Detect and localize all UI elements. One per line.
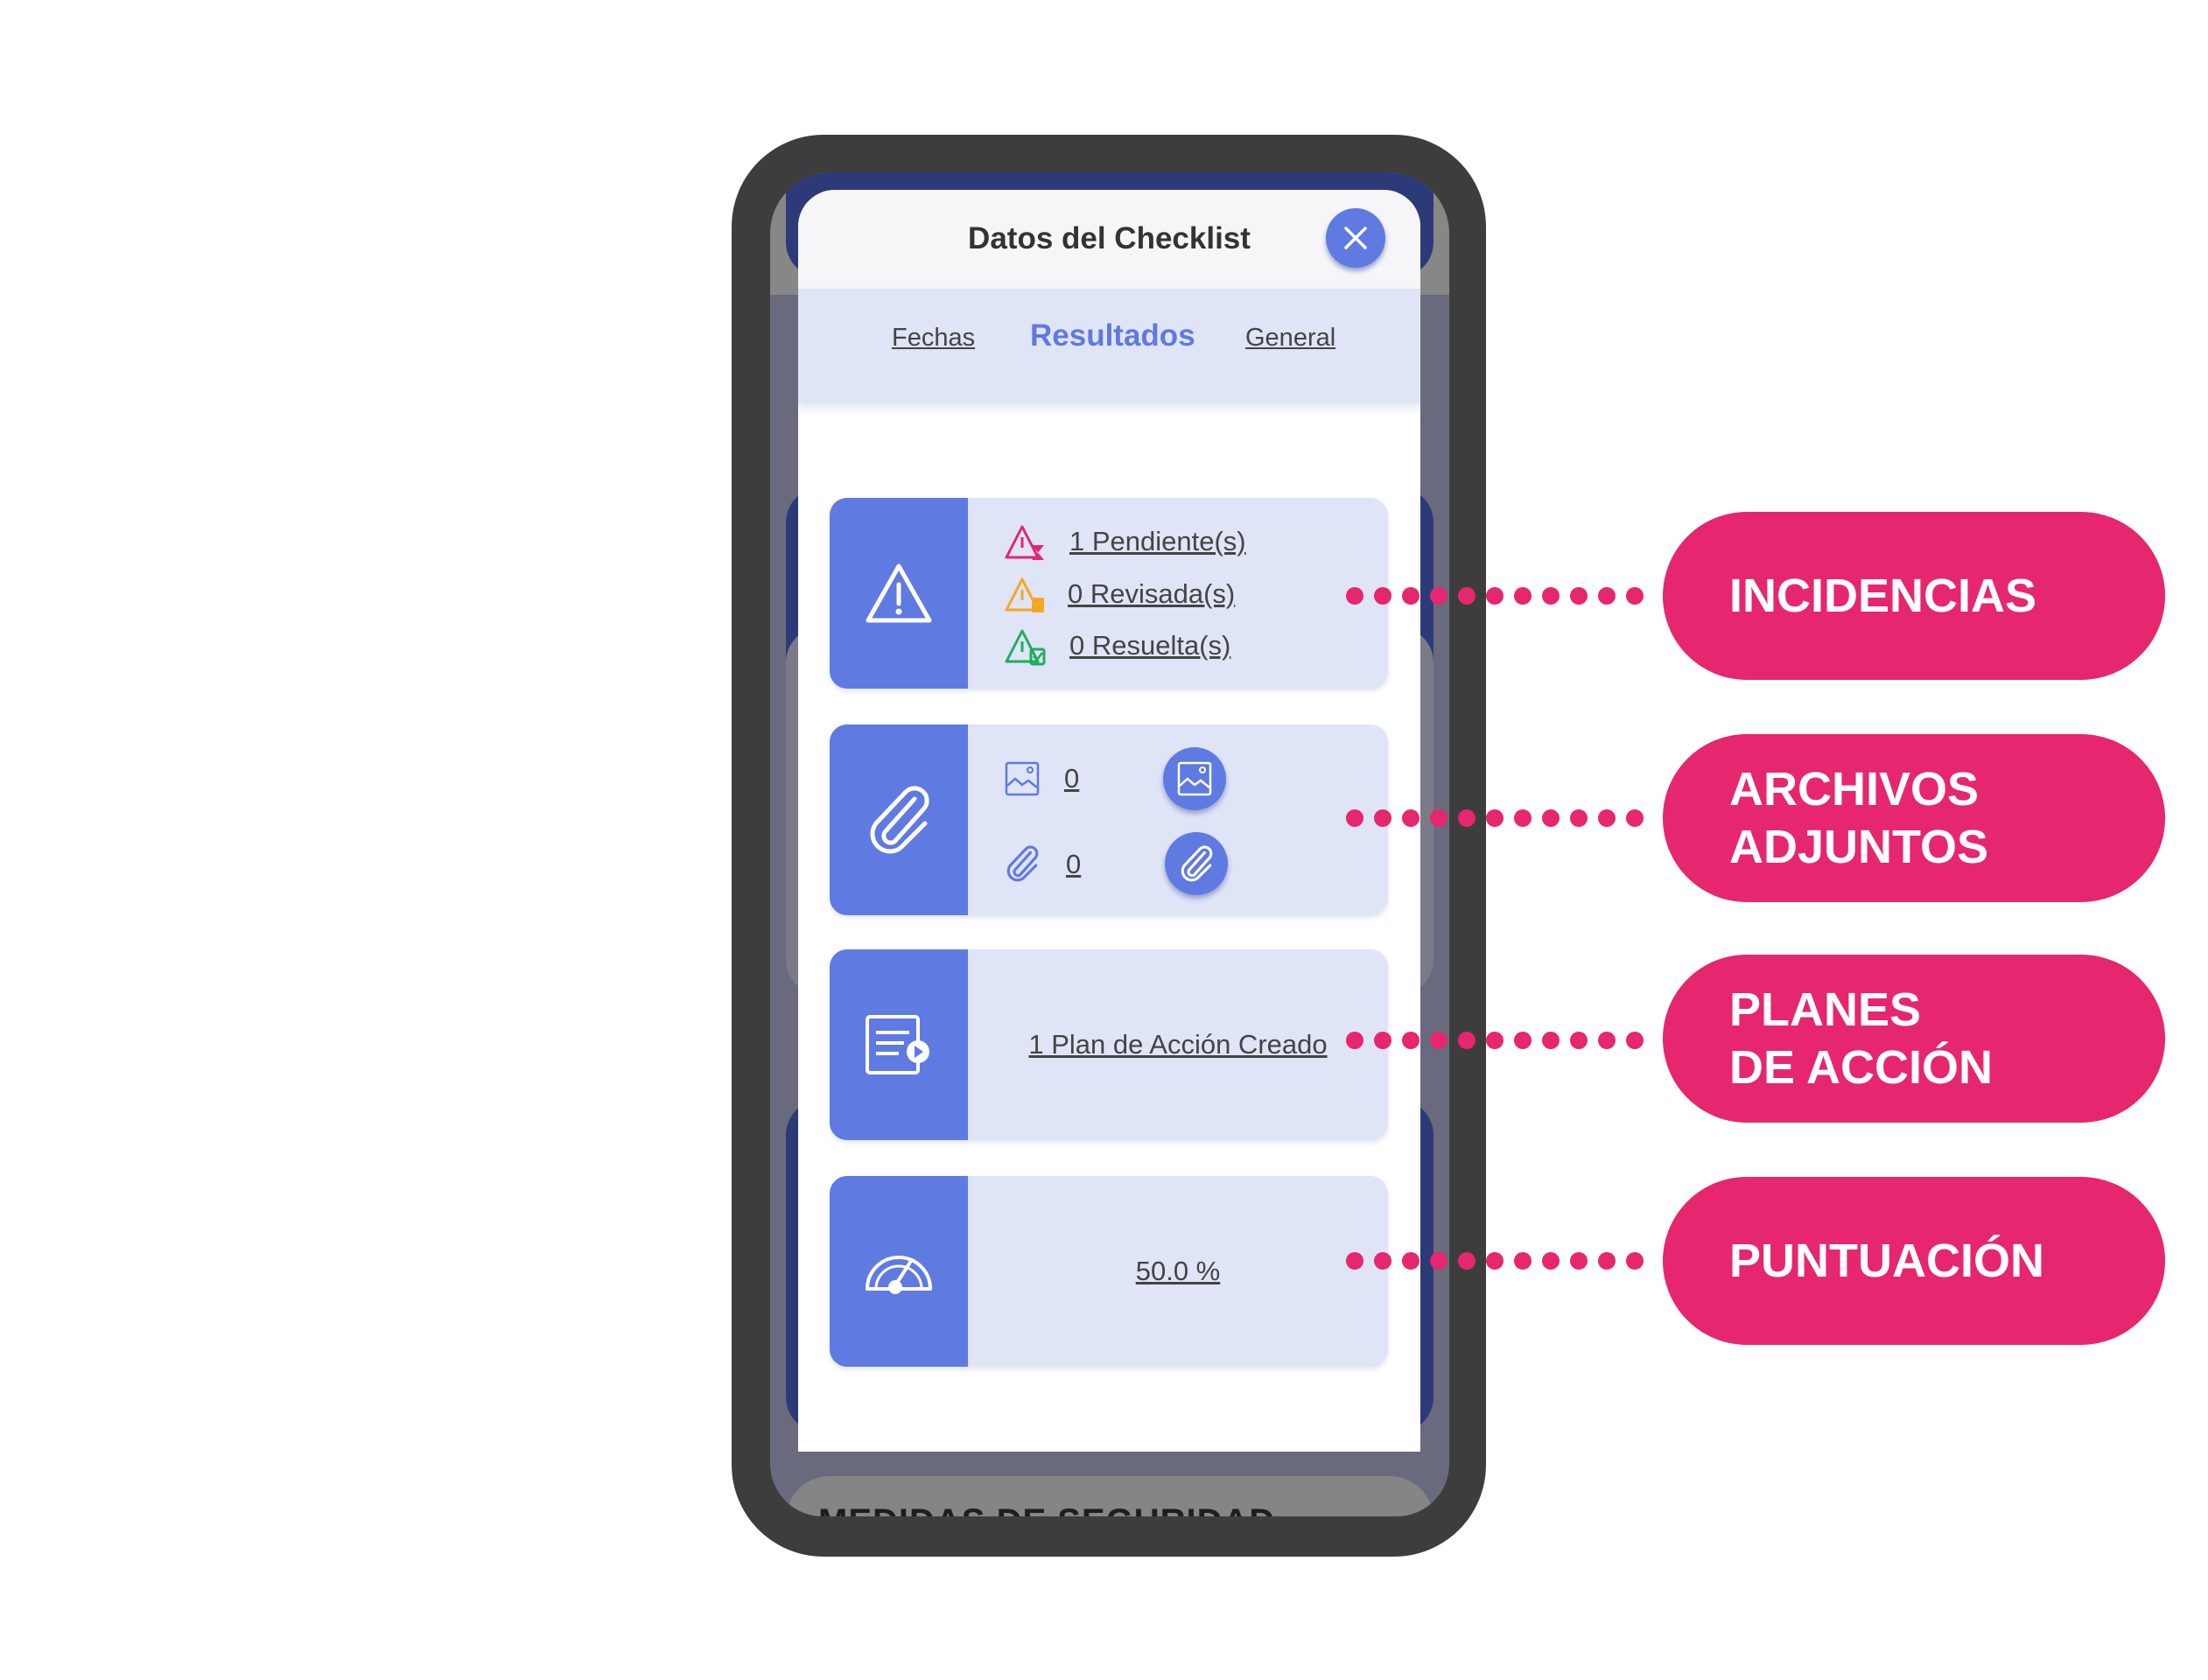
paperclip-icon bbox=[1006, 845, 1039, 882]
connector-dot bbox=[1402, 1032, 1419, 1049]
connector-dot bbox=[1430, 809, 1447, 827]
add-file-button[interactable] bbox=[1165, 832, 1228, 895]
connector-dot bbox=[1570, 1032, 1588, 1049]
connector-dot bbox=[1374, 587, 1391, 605]
connector-dot bbox=[1542, 587, 1560, 605]
connector-dot bbox=[1626, 587, 1644, 605]
adjuntos-panel bbox=[830, 724, 968, 915]
connector-dot bbox=[1430, 1032, 1447, 1049]
warning-pending-icon bbox=[1005, 525, 1044, 560]
score-link[interactable]: 50.0 % bbox=[1135, 1256, 1221, 1286]
connector-dot bbox=[1430, 1252, 1447, 1270]
checklist-modal: Datos del Checklist Fechas Resultados Ge… bbox=[798, 190, 1420, 1452]
close-button[interactable] bbox=[1326, 208, 1385, 268]
connector-dot bbox=[1402, 1252, 1419, 1270]
connector-dot bbox=[1430, 587, 1447, 605]
connector-dot bbox=[1598, 1032, 1616, 1049]
warning-triangle-icon bbox=[866, 564, 932, 623]
connector-dot bbox=[1346, 1252, 1363, 1270]
action-plan-link[interactable]: 1 Plan de Acción Creado bbox=[1028, 1029, 1328, 1060]
puntuacion-content: 50.0 % bbox=[968, 1176, 1388, 1367]
tab-fechas[interactable]: Fechas bbox=[892, 324, 976, 352]
tab-resultados[interactable]: Resultados bbox=[1030, 318, 1195, 353]
connector-dot bbox=[1374, 1252, 1391, 1270]
pendientes-link[interactable]: 1 Pendiente(s) bbox=[1069, 526, 1246, 556]
action-plan-icon bbox=[866, 1015, 929, 1074]
connector-dot bbox=[1626, 1252, 1644, 1270]
connector-dot bbox=[1626, 809, 1644, 827]
image-icon bbox=[1177, 761, 1212, 796]
connector-dot bbox=[1514, 587, 1532, 605]
connector-dot bbox=[1374, 809, 1391, 827]
connector-dot bbox=[1346, 809, 1363, 827]
connector-dot bbox=[1458, 1032, 1476, 1049]
connector-dot bbox=[1458, 1252, 1476, 1270]
connector-dot bbox=[1374, 1032, 1391, 1049]
connector-dot bbox=[1542, 1252, 1560, 1270]
callout-label: ARCHIVOS ADJUNTOS bbox=[1729, 763, 1989, 873]
callout-label: PUNTUACIÓN bbox=[1729, 1235, 2044, 1287]
modal-title: Datos del Checklist bbox=[968, 221, 1251, 256]
callout-puntuacion: PUNTUACIÓN bbox=[1663, 1177, 2165, 1345]
incidencias-panel bbox=[830, 498, 968, 689]
connector-dot bbox=[1570, 587, 1588, 605]
connector-dot bbox=[1486, 1032, 1504, 1049]
connector-dot bbox=[1542, 1032, 1560, 1049]
image-icon bbox=[1005, 761, 1040, 796]
images-count[interactable]: 0 bbox=[1064, 763, 1080, 794]
connector-dot bbox=[1514, 1032, 1532, 1049]
connector-dot bbox=[1598, 1252, 1616, 1270]
background-section-title: MEDIDAS DE SEGURIDAD bbox=[818, 1502, 1275, 1516]
callout-planes-de-accion: PLANES DE ACCIÓN bbox=[1663, 955, 2165, 1123]
planes-content: 1 Plan de Acción Creado bbox=[968, 949, 1388, 1140]
puntuacion-card: 50.0 % bbox=[830, 1176, 1388, 1367]
connector-dot bbox=[1486, 809, 1504, 827]
connector-dot bbox=[1514, 809, 1532, 827]
connector-dot bbox=[1346, 587, 1363, 605]
warning-resolved-icon bbox=[1005, 629, 1046, 666]
planes-panel bbox=[830, 949, 968, 1140]
files-count[interactable]: 0 bbox=[1066, 849, 1082, 879]
connector-dot bbox=[1458, 809, 1476, 827]
connector-dot bbox=[1346, 1032, 1363, 1049]
connector-dot bbox=[1514, 1252, 1532, 1270]
planes-card: 1 Plan de Acción Creado bbox=[830, 949, 1388, 1140]
modal-header bbox=[798, 190, 1420, 289]
callout-incidencias: INCIDENCIAS bbox=[1663, 512, 2165, 680]
paperclip-icon bbox=[1181, 845, 1213, 882]
connector-dot bbox=[1458, 587, 1476, 605]
connector-dot bbox=[1486, 587, 1504, 605]
callout-label: PLANES DE ACCIÓN bbox=[1729, 984, 1994, 1094]
callout-archivos-adjuntos: ARCHIVOS ADJUNTOS bbox=[1663, 734, 2165, 902]
puntuacion-panel bbox=[830, 1176, 968, 1367]
connector-dot bbox=[1486, 1252, 1504, 1270]
connector-dot bbox=[1598, 587, 1616, 605]
add-image-button[interactable] bbox=[1163, 747, 1226, 810]
connector-dot bbox=[1402, 809, 1419, 827]
paperclip-icon bbox=[870, 786, 929, 854]
connector-dot bbox=[1598, 809, 1616, 827]
connector-dot bbox=[1402, 587, 1419, 605]
adjuntos-card: 0 0 bbox=[830, 724, 1388, 915]
callout-label: INCIDENCIAS bbox=[1729, 570, 2037, 622]
background-section-card bbox=[786, 1476, 1433, 1516]
revisadas-link[interactable]: 0 Revisada(s) bbox=[1068, 578, 1236, 609]
connector-dot bbox=[1570, 1252, 1588, 1270]
tab-bar: Fechas Resultados General bbox=[798, 289, 1420, 403]
connector-dot bbox=[1626, 1032, 1644, 1049]
warning-reviewed-icon bbox=[1005, 578, 1044, 612]
tab-general[interactable]: General bbox=[1245, 324, 1336, 352]
gauge-icon bbox=[866, 1256, 932, 1294]
connector-dot bbox=[1542, 809, 1560, 827]
connector-dot bbox=[1570, 809, 1588, 827]
incidencias-card: 1 Pendiente(s) 0 Revisada(s) 0 Resuelta(… bbox=[830, 498, 1388, 689]
resueltas-link[interactable]: 0 Resuelta(s) bbox=[1069, 630, 1231, 661]
close-icon bbox=[1344, 227, 1367, 249]
